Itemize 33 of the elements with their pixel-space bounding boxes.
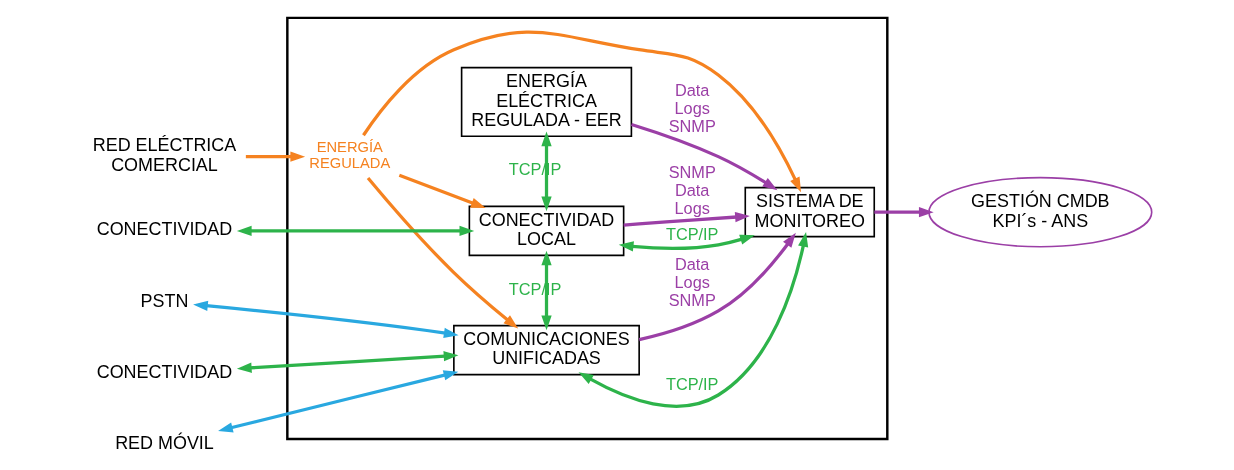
edge-label: SNMP Data Logs xyxy=(668,162,716,217)
edge-label: Data Logs SNMP xyxy=(668,81,716,136)
edge-label: Data Logs SNMP xyxy=(668,255,716,310)
node-box: ENERGÍA ELÉCTRICA REGULADA - EER xyxy=(460,66,632,138)
node-text: RED MÓVIL xyxy=(114,432,214,453)
edge-label: TCP/IP xyxy=(665,224,718,243)
arrow xyxy=(578,232,808,408)
edge-label: TCP/IP xyxy=(665,375,718,394)
arrow xyxy=(366,176,518,329)
arrow xyxy=(245,151,305,162)
arrow xyxy=(638,232,796,342)
arrow xyxy=(236,225,474,237)
arrow xyxy=(236,351,458,373)
node-text: RED ELÉCTRICA COMERCIAL xyxy=(92,135,236,175)
arrow xyxy=(540,131,552,212)
node-text: CONECTIVIDAD xyxy=(96,219,232,240)
node-text: ENERGÍA REGULADA xyxy=(308,139,390,172)
cluster xyxy=(285,16,889,441)
node-text: PSTN xyxy=(140,290,188,311)
node-box: SISTEMA DE MONITOREO xyxy=(743,186,875,238)
node-text: CONECTIVIDAD xyxy=(96,361,232,382)
arrow xyxy=(873,207,934,218)
arrow xyxy=(618,234,755,252)
node-ellipse: GESTIÓN CMDB KPI´s - ANS xyxy=(927,176,1153,248)
arrow xyxy=(630,122,777,191)
arrow xyxy=(623,211,750,227)
arrow xyxy=(398,173,486,209)
node-box: COMUNICACIONES UNIFICADAS xyxy=(452,324,640,376)
arrow xyxy=(217,370,458,433)
node-box: CONECTIVIDAD LOCAL xyxy=(468,205,624,257)
arrow xyxy=(361,30,801,193)
arrow xyxy=(192,300,459,339)
arrow xyxy=(540,250,552,331)
